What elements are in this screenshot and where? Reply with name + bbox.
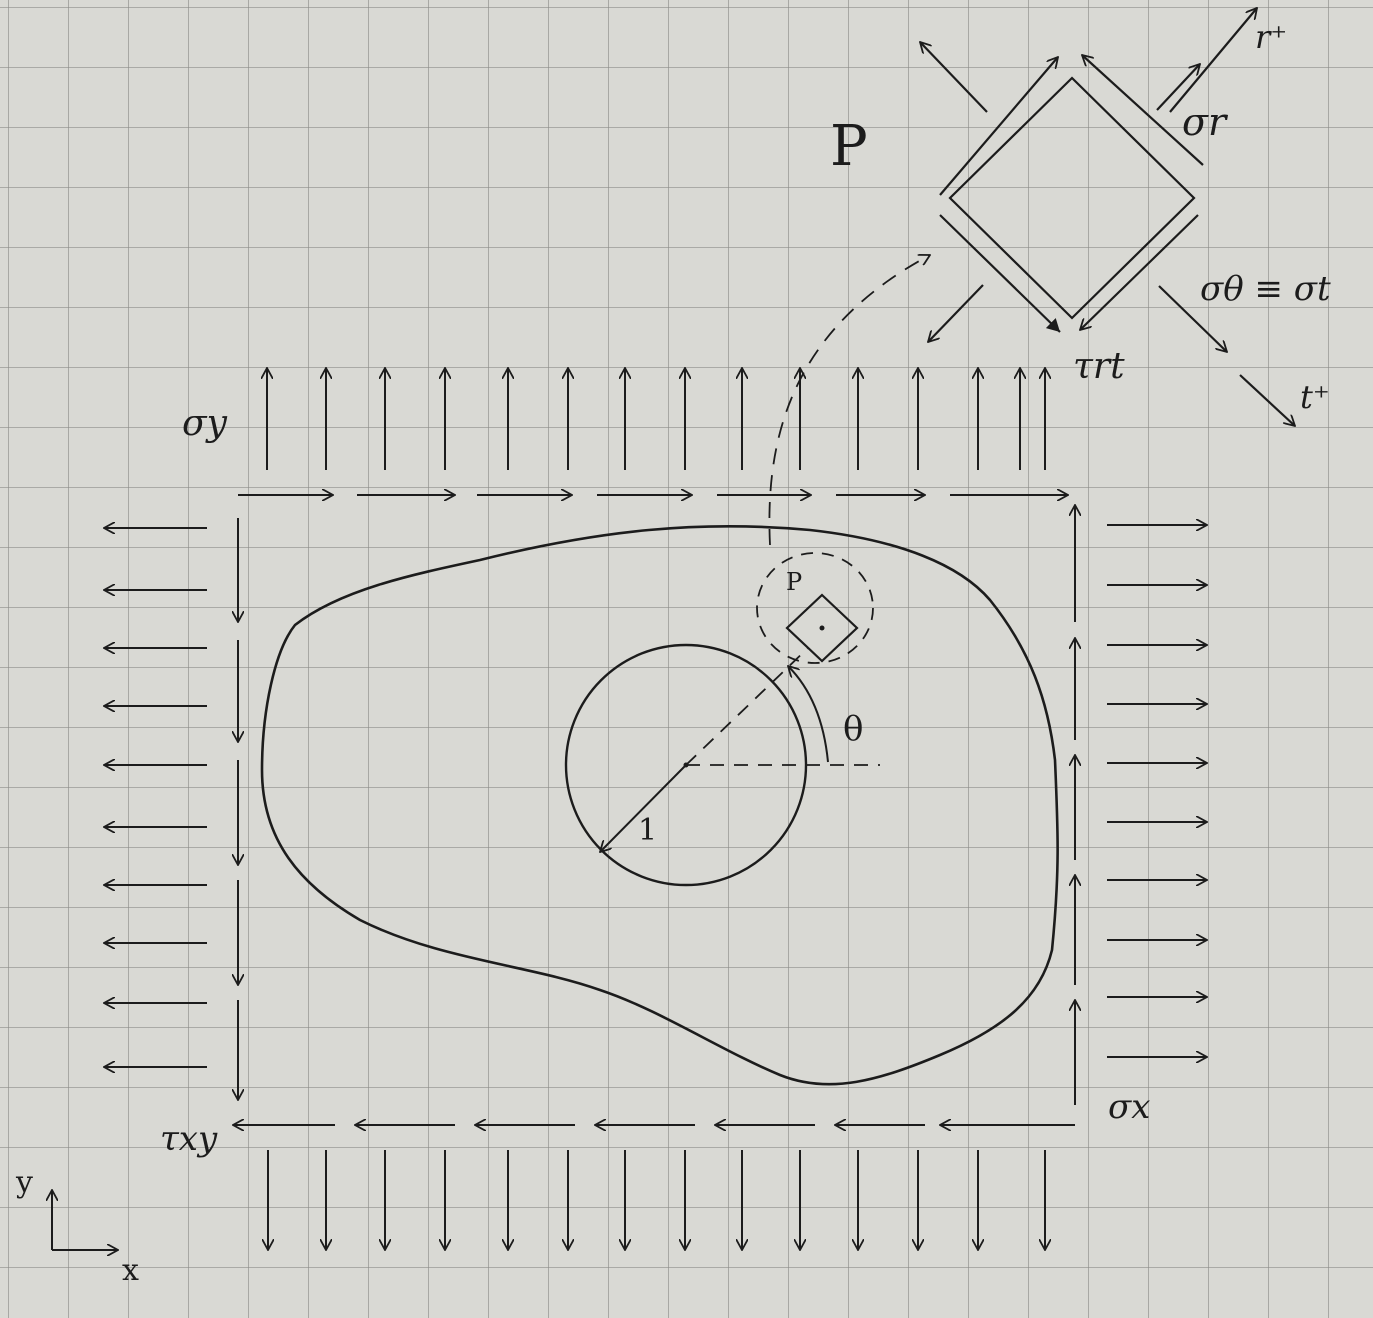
sigma-y-arrows-top	[267, 368, 1045, 470]
point-p-main-label: P	[830, 114, 868, 179]
sigma-theta-label: σθ ≡ σt	[1200, 269, 1331, 309]
radius-label: 1	[638, 813, 657, 848]
body-outline	[260, 524, 1059, 1086]
sigma-y-arrows-bottom	[268, 1150, 1045, 1250]
t-plus-label: t⁺	[1300, 378, 1330, 416]
point-p-small-label: P	[786, 568, 802, 596]
axis-x-label: x	[122, 1253, 139, 1288]
radius-arrow	[600, 764, 687, 852]
tau-rt-label: τrt	[1073, 346, 1125, 387]
hole-center	[683, 762, 689, 768]
sigma-x-label: σx	[1108, 1087, 1150, 1127]
sigma-y-label: σy	[182, 403, 228, 444]
radial-line	[685, 647, 809, 766]
point-p-dot	[819, 625, 825, 631]
sigma-x-arrows-left	[104, 528, 207, 1067]
coordinate-axes	[52, 1190, 118, 1250]
angle-arc	[788, 666, 829, 763]
axis-y-label: y	[15, 1165, 33, 1200]
tau-xy-label: τxy	[160, 1119, 218, 1159]
small-stress-element	[785, 593, 859, 663]
zoomed-stress-element	[920, 8, 1295, 426]
sigma-r-label: σr	[1182, 100, 1229, 144]
point-p-detail-circle	[756, 552, 874, 664]
zoom-leader-line	[768, 255, 930, 546]
theta-label: θ	[843, 709, 863, 749]
sigma-x-arrows-right	[1107, 525, 1207, 1057]
r-plus-label: r⁺	[1255, 18, 1287, 56]
